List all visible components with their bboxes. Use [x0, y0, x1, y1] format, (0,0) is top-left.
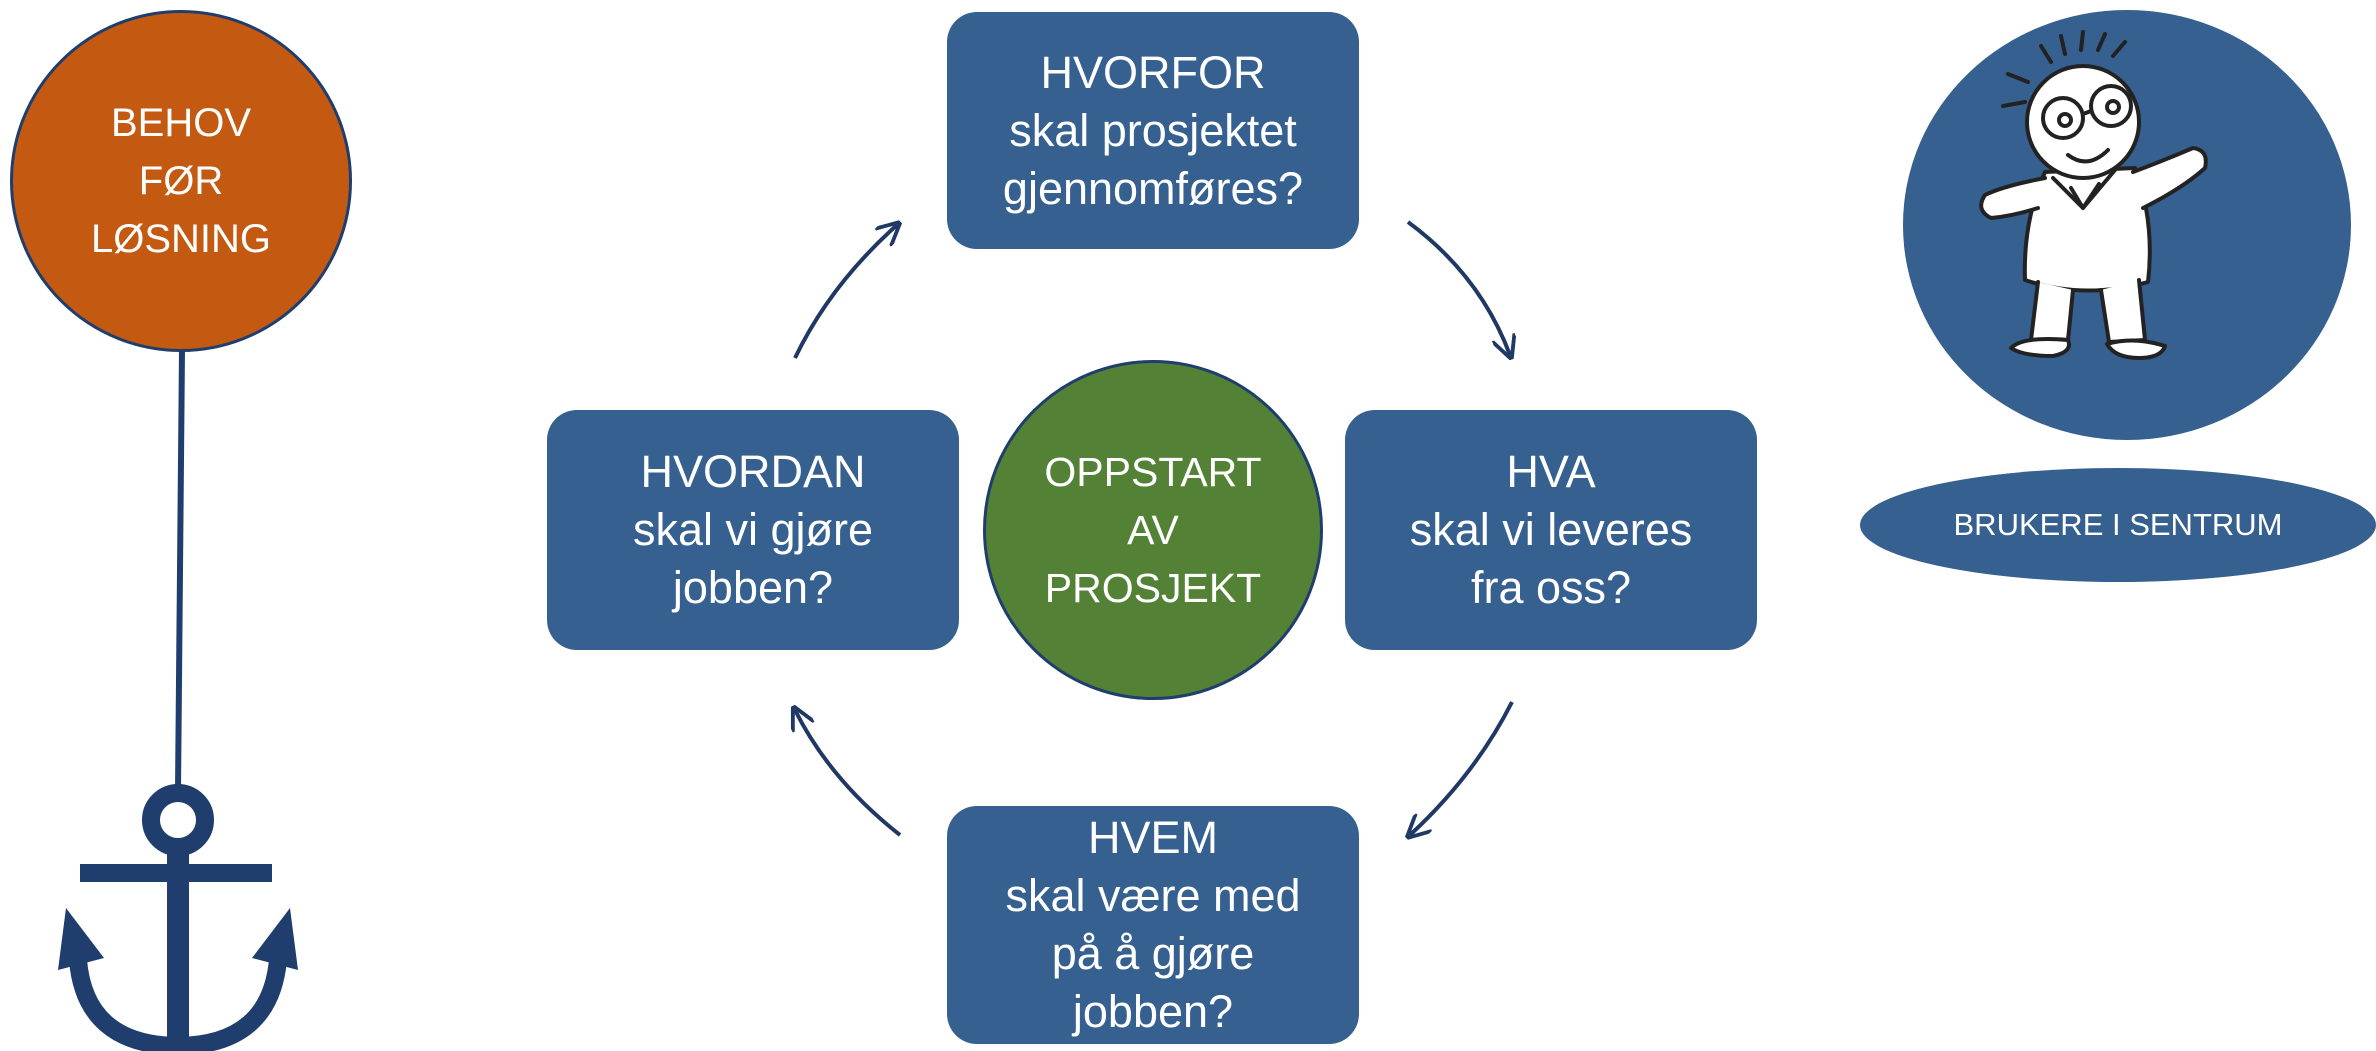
node-hvordan: HVORDAN skal vi gjøre jobben? — [547, 410, 959, 650]
node-text: skal vi gjøre — [632, 504, 874, 555]
node-title: HVORDAN — [640, 446, 866, 497]
node-hvem: HVEM skal være med på å gjøre jobben? — [947, 806, 1359, 1044]
node-text: skal være med — [1005, 870, 1301, 921]
node-hva: HVA skal vi leveres fra oss? — [1345, 410, 1757, 650]
users-circle — [1903, 10, 2351, 440]
node-text: skal prosjektet — [1009, 104, 1297, 156]
node-hvorfor: HVORFOR skal prosjektet gjennomføres? — [947, 12, 1359, 249]
center-line: PROSJEKT — [1044, 565, 1262, 611]
node-text: jobben? — [1072, 986, 1234, 1037]
center-line: OPPSTART — [1044, 449, 1262, 495]
node-text: gjennomføres? — [1002, 162, 1304, 214]
node-text: på å gjøre — [1051, 928, 1255, 979]
cartoon-person-icon — [1979, 30, 2208, 360]
center-line: AV — [1127, 507, 1179, 553]
behov-line: FØR — [138, 159, 224, 203]
users-label-ellipse: BRUKERE I SENTRUM — [1860, 468, 2376, 582]
node-title: HVEM — [1087, 812, 1218, 863]
users-label: BRUKERE I SENTRUM — [1953, 507, 2283, 542]
behov-line: LØSNING — [90, 217, 272, 261]
node-text: skal vi leveres — [1409, 504, 1693, 555]
anchor-rope — [175, 349, 185, 791]
node-title: HVORFOR — [1040, 46, 1266, 98]
node-text: jobben? — [672, 562, 834, 613]
cycle-arrow-icon — [1410, 701, 1514, 835]
cycle-arrow-icon — [793, 225, 897, 359]
cycle-arrow-icon — [1406, 220, 1510, 355]
node-text: fra oss? — [1470, 562, 1632, 613]
behov-line: BEHOV — [110, 101, 252, 145]
anchor-icon — [58, 784, 298, 1051]
cycle-arrow-icon — [795, 710, 902, 837]
center-circle: OPPSTART AV PROSJEKT — [983, 360, 1323, 700]
behov-circle: BEHOV FØR LØSNING — [10, 10, 352, 352]
node-title: HVA — [1506, 446, 1596, 497]
